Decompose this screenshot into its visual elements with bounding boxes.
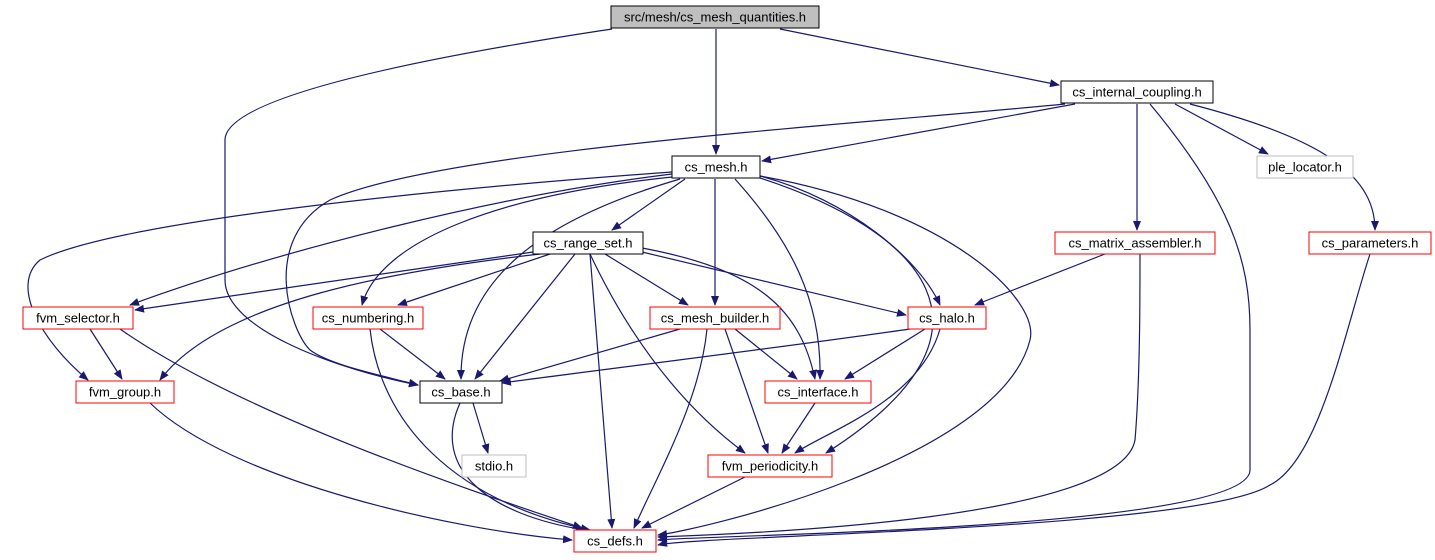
edge-matrix_assembler-to-halo [974, 253, 1106, 306]
edge-mesh-to-fvm_periodicity [759, 177, 934, 454]
edge-internal_coupling-to-mesh [761, 103, 1076, 164]
edge-mesh-to-halo [759, 175, 941, 306]
edge-base-to-stdio [472, 402, 490, 454]
node-label: cs_matrix_assembler.h [1069, 236, 1202, 251]
node-box [649, 306, 781, 330]
edge-halo-to-interface [844, 328, 926, 380]
edge-root-to-base [224, 28, 613, 388]
edge-range_set-to-mesh_builder [604, 253, 689, 306]
edge-internal_coupling-to-base [285, 103, 1066, 387]
edge-range_set-to-base [474, 253, 576, 380]
node-label: fvm_group.h [89, 385, 161, 400]
node-box [532, 231, 644, 255]
node-box [707, 454, 833, 478]
node-box [1256, 155, 1354, 179]
node-label: cs_halo.h [919, 311, 975, 326]
node-fvm-group[interactable]: fvm_group.h [75, 380, 175, 404]
node-label: cs_numbering.h [322, 311, 415, 326]
node-stdio[interactable]: stdio.h [461, 454, 527, 478]
node-box [573, 529, 657, 553]
node-matrix-assembler[interactable]: cs_matrix_assembler.h [1054, 231, 1216, 255]
edge-halo-to-fvm_periodicity [794, 328, 941, 454]
node-fvm-periodicity[interactable]: fvm_periodicity.h [707, 454, 833, 478]
edge-numbering-to-defs [369, 328, 591, 533]
edge-range_set-to-defs [589, 253, 616, 529]
node-label: stdio.h [475, 459, 513, 474]
node-label: cs_parameters.h [1322, 236, 1419, 251]
node-mesh-builder[interactable]: cs_mesh_builder.h [649, 306, 781, 330]
node-label: cs_defs.h [587, 534, 643, 549]
node-box [419, 380, 503, 404]
edge-mesh_builder-to-defs [633, 328, 708, 529]
edge-mesh-to-interface [734, 178, 825, 380]
node-label: cs_internal_coupling.h [1072, 85, 1201, 100]
edge-range_set-to-numbering [397, 253, 551, 306]
edge-range_set-to-fvm_group [159, 253, 541, 381]
node-label: src/mesh/cs_mesh_quantities.h [624, 10, 806, 25]
edge-interface-to-fvm_periodicity [781, 402, 816, 454]
edge-halo-to-base [501, 328, 911, 386]
node-box [22, 306, 134, 330]
node-label: ple_locator.h [1268, 160, 1342, 175]
node-range-set[interactable]: cs_range_set.h [532, 231, 644, 255]
edge-fvm_periodicity-to-defs [641, 476, 746, 529]
node-internal-coupling[interactable]: cs_internal_coupling.h [1060, 80, 1214, 104]
node-base[interactable]: cs_base.h [419, 380, 503, 404]
node-interface[interactable]: cs_interface.h [764, 380, 872, 404]
edges-layer [27, 28, 1379, 547]
node-box [610, 5, 820, 29]
node-box [1060, 80, 1214, 104]
edge-mesh-to-fvm_group [27, 171, 673, 381]
edge-parameters-to-defs [657, 253, 1371, 547]
edge-mesh-to-fvm_selector [129, 173, 673, 306]
node-ple-locator[interactable]: ple_locator.h [1256, 155, 1354, 179]
edge-internal_coupling-to-ple_locator [1174, 103, 1269, 155]
edge-range_set-to-interface [641, 247, 817, 380]
node-fvm-selector[interactable]: fvm_selector.h [22, 306, 134, 330]
edge-range_set-to-fvm_periodicity [589, 253, 746, 454]
nodes-layer: src/mesh/cs_mesh_quantities.h cs_internal… [22, 5, 1432, 553]
edge-mesh-to-range_set [611, 178, 686, 231]
node-box [312, 306, 424, 330]
node-label: cs_base.h [431, 385, 490, 400]
edge-mesh_builder-to-base [499, 328, 681, 383]
node-label: fvm_periodicity.h [722, 459, 819, 474]
node-box [461, 454, 527, 478]
edge-internal_coupling-to-defs [657, 103, 1251, 543]
node-label: fvm_selector.h [36, 311, 120, 326]
node-defs[interactable]: cs_defs.h [573, 529, 657, 553]
edge-mesh-to-base [456, 178, 681, 380]
node-box [764, 380, 872, 404]
node-root[interactable]: src/mesh/cs_mesh_quantities.h [610, 5, 820, 29]
edge-numbering-to-base [379, 328, 446, 380]
node-box [1308, 231, 1432, 255]
node-box [1054, 231, 1216, 255]
node-label: cs_range_set.h [544, 236, 633, 251]
edge-range_set-to-halo [641, 251, 907, 317]
node-label: cs_interface.h [778, 385, 859, 400]
edge-fvm_selector-to-fvm_group [89, 328, 123, 380]
node-box [75, 380, 175, 404]
node-numbering[interactable]: cs_numbering.h [312, 306, 424, 330]
node-mesh[interactable]: cs_mesh.h [671, 155, 761, 179]
edge-mesh_builder-to-fvm_periodicity [724, 328, 769, 454]
node-halo[interactable]: cs_halo.h [907, 306, 987, 330]
edge-fvm_selector-to-defs [119, 328, 583, 529]
node-parameters[interactable]: cs_parameters.h [1308, 231, 1432, 255]
edge-root-to-internal_coupling [779, 28, 1060, 88]
edge-fvm_group-to-defs [149, 402, 573, 544]
node-label: cs_mesh_builder.h [661, 311, 769, 326]
edge-mesh_builder-to-interface [734, 328, 798, 380]
edge-base-to-defs [451, 402, 586, 533]
edge-matrix_assembler-to-defs [657, 253, 1141, 541]
edge-mesh-to-defs [657, 175, 1032, 538]
node-label: cs_mesh.h [685, 160, 748, 175]
edge-range_set-to-fvm_selector [134, 251, 534, 313]
node-box [907, 306, 987, 330]
node-box [671, 155, 761, 179]
